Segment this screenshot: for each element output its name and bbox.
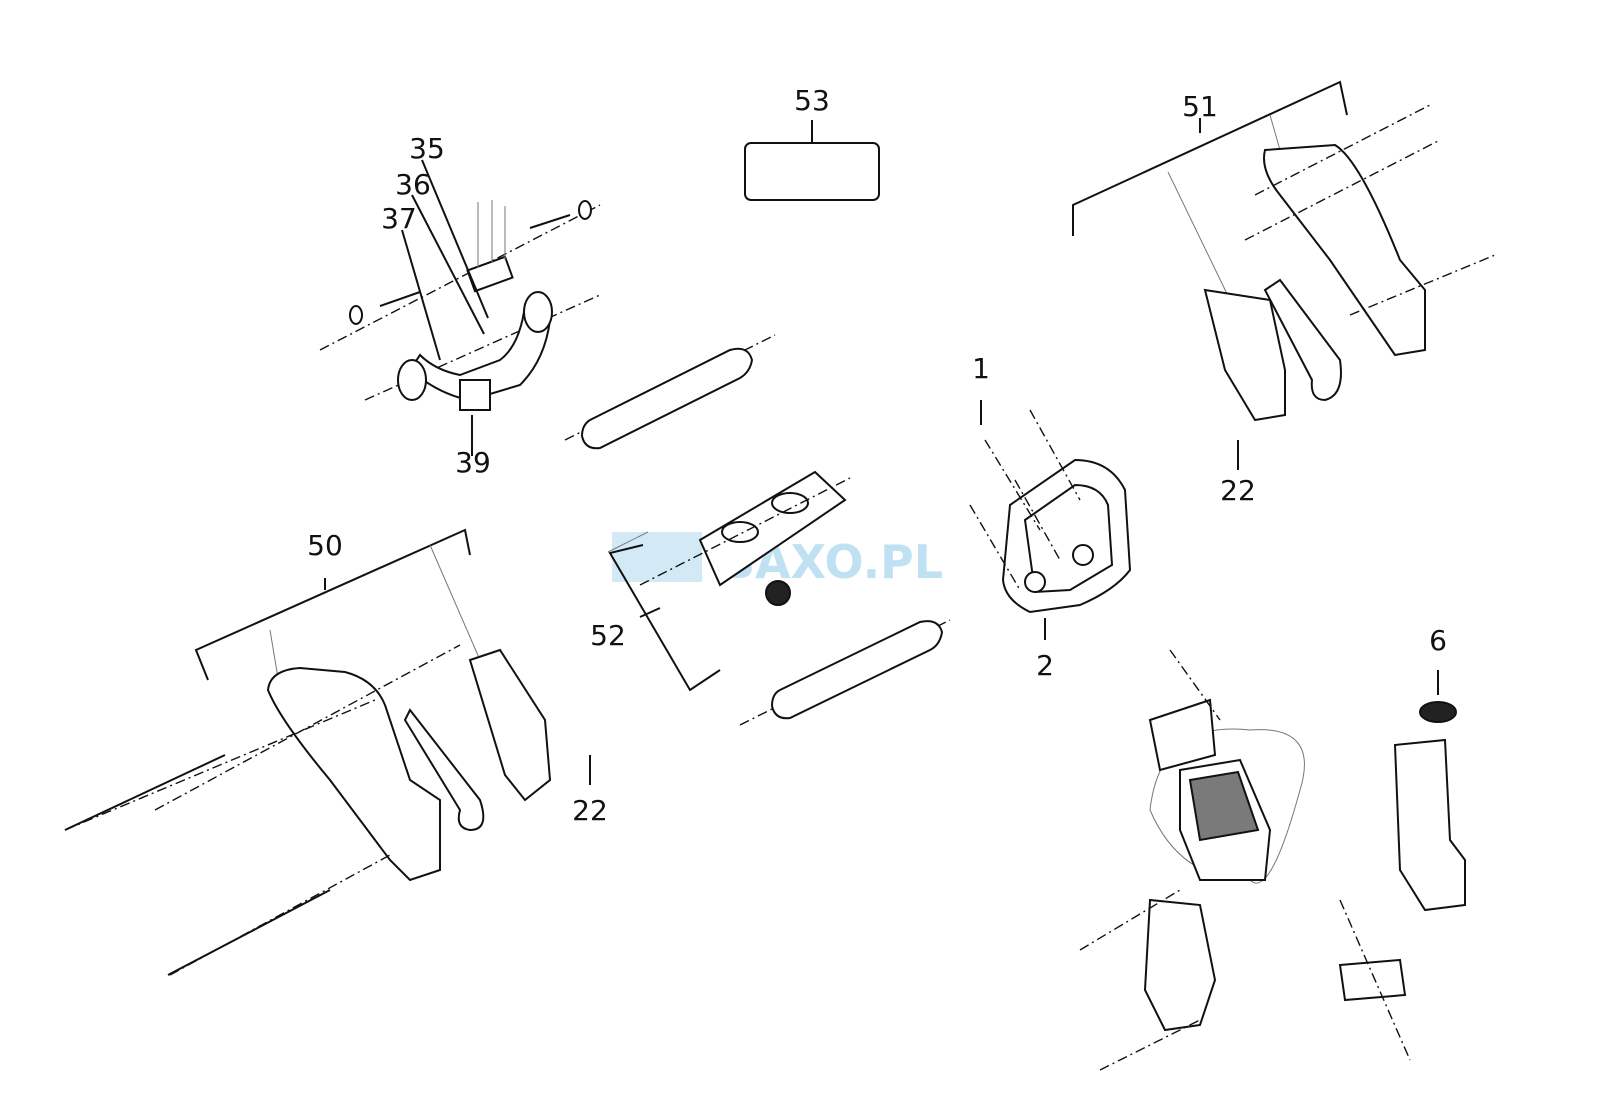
svg-text:53: 53 [794, 84, 830, 117]
tube-lower [739, 619, 951, 726]
part-53-label-plate: 53 [744, 84, 880, 201]
svg-text:1: 1 [972, 352, 990, 385]
svg-text:39: 39 [455, 446, 491, 479]
svg-text:52: 52 [590, 619, 626, 652]
handle-bracket-assembly: 35 36 37 39 [319, 132, 601, 479]
svg-text:2: 2 [1036, 649, 1054, 682]
svg-text:22: 22 [1220, 474, 1256, 507]
svg-text:22: 22 [572, 794, 608, 827]
svg-text:37: 37 [381, 202, 417, 235]
tube-upper [564, 334, 776, 450]
part-52-rail: 52 [590, 470, 851, 692]
svg-text:36: 36 [395, 168, 431, 201]
svg-text:35: 35 [409, 132, 445, 165]
svg-text:51: 51 [1182, 90, 1218, 123]
svg-text:50: 50 [307, 529, 343, 562]
part-2-housing: 1 2 [969, 352, 1132, 682]
part-50-side-frame: 50 22 [64, 528, 608, 976]
motor-assembly: 6 [1079, 624, 1466, 1071]
part-51-side-frame: 51 22 [1072, 80, 1496, 507]
svg-text:6: 6 [1429, 624, 1447, 657]
